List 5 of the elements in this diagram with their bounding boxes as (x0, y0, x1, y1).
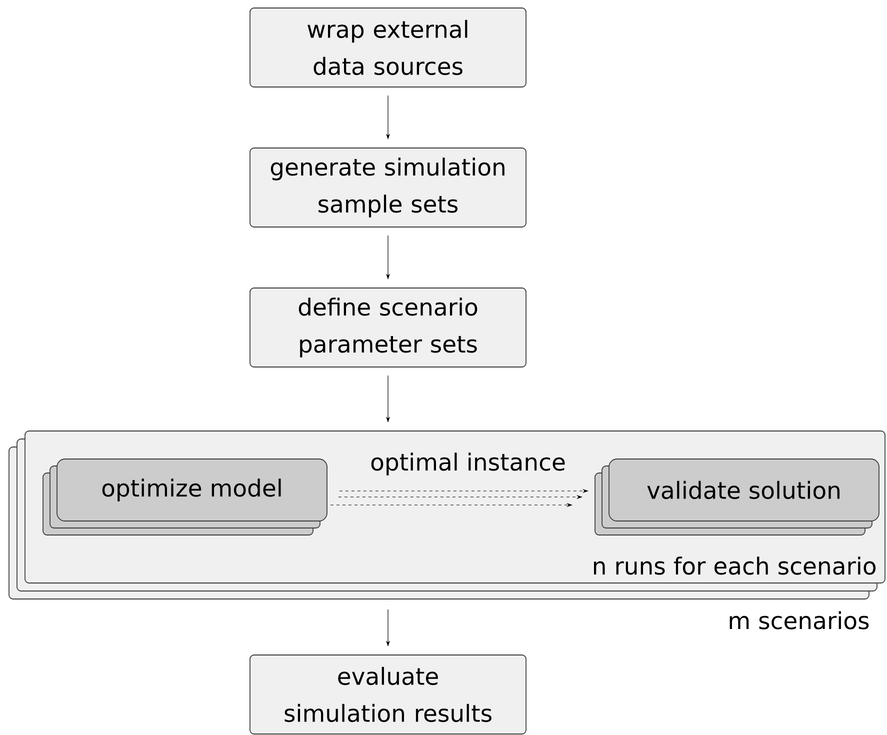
stack-caption: m scenarios (730, 611, 869, 630)
process-box: generate simulation sample sets (250, 148, 526, 228)
process-box: evaluate simulation results (250, 654, 526, 734)
process-box: wrap external data sources (250, 8, 526, 88)
process-box: define scenario parameter sets (250, 288, 526, 368)
